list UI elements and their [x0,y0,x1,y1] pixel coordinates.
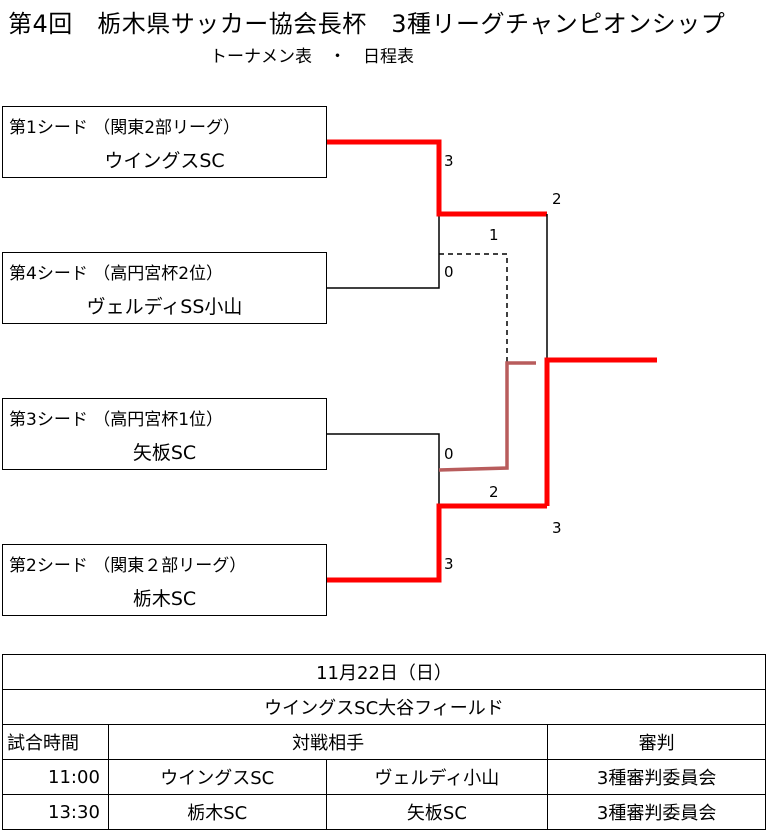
seed-label: 第3シード （高円宮杯1位） [9,410,224,430]
team-box-seed-4: 第4シード （高円宮杯2位） ヴェルディSS小山 [2,252,327,324]
table-row: 13:30 栃木SC 矢板SC 3種審判委員会 [2,794,766,830]
schedule-venue-row: ウイングスSC大谷フィールド [2,689,766,725]
tournament-bracket [327,139,657,583]
match-home: ウイングスSC [107,759,327,795]
page-title: 第4回 栃木県サッカー協会長杯 3種リーグチャンピオンシップ [8,10,726,38]
score-pk-top: 1 [489,226,499,244]
bracket-line-pk-winner [438,361,536,472]
seed-label: 第4シード （高円宮杯2位） [9,264,224,284]
header-time: 試合時間 [2,724,109,760]
schedule-date-row: 11月22日（日） [2,654,766,690]
match-referee: 3種審判委員会 [547,759,766,795]
bracket-line-pk-dashed [439,253,508,362]
bracket-line-sf2-loser [327,433,440,506]
team-box-seed-3: 第3シード （高円宮杯1位） 矢板SC [2,398,327,470]
match-time: 11:00 [2,759,109,795]
score-pk-bottom: 2 [489,483,499,501]
header-match: 対戦相手 [107,724,549,760]
score-final-bottom: 3 [552,519,562,537]
schedule-venue: ウイングスSC大谷フィールド [2,689,766,725]
score-final-top: 2 [552,190,562,208]
seed-label: 第1シード （関東2部リーグ） [9,118,241,138]
header-referee: 審判 [547,724,766,760]
bracket-line-final-winner [544,357,657,506]
schedule-header-row: 試合時間 対戦相手 審判 [2,724,766,760]
bracket-line-sf1-loser [327,214,440,289]
match-time: 13:30 [2,794,109,830]
bracket-line-sf1-winner [327,139,547,217]
team-box-seed-1: 第1シード （関東2部リーグ） ウイングスSC [2,106,327,178]
match-away: ヴェルディ小山 [325,759,549,795]
seed-label: 第2シード （関東２部リーグ） [9,556,247,576]
table-row: 11:00 ウイングスSC ヴェルディ小山 3種審判委員会 [2,759,766,795]
team-name: 栃木SC [132,588,197,610]
team-name: 矢板SC [132,442,197,464]
page-subtitle: トーナメン表 ・ 日程表 [210,47,414,67]
score-sf1-top: 3 [444,152,454,170]
team-box-seed-2: 第2シード （関東２部リーグ） 栃木SC [2,544,327,616]
match-home: 栃木SC [107,794,327,830]
bracket-line-sf2-winner [327,503,547,583]
schedule-date: 11月22日（日） [2,654,766,690]
score-sf2-top: 0 [444,445,454,463]
schedule-table: 11月22日（日） ウイングスSC大谷フィールド 試合時間 対戦相手 審判 11… [2,654,766,830]
match-away: 矢板SC [325,794,549,830]
team-name: ヴェルディSS小山 [86,296,243,318]
score-sf1-bottom: 0 [444,263,454,281]
score-sf2-bottom: 3 [444,555,454,573]
team-name: ウイングスSC [104,150,225,172]
match-referee: 3種審判委員会 [547,794,766,830]
